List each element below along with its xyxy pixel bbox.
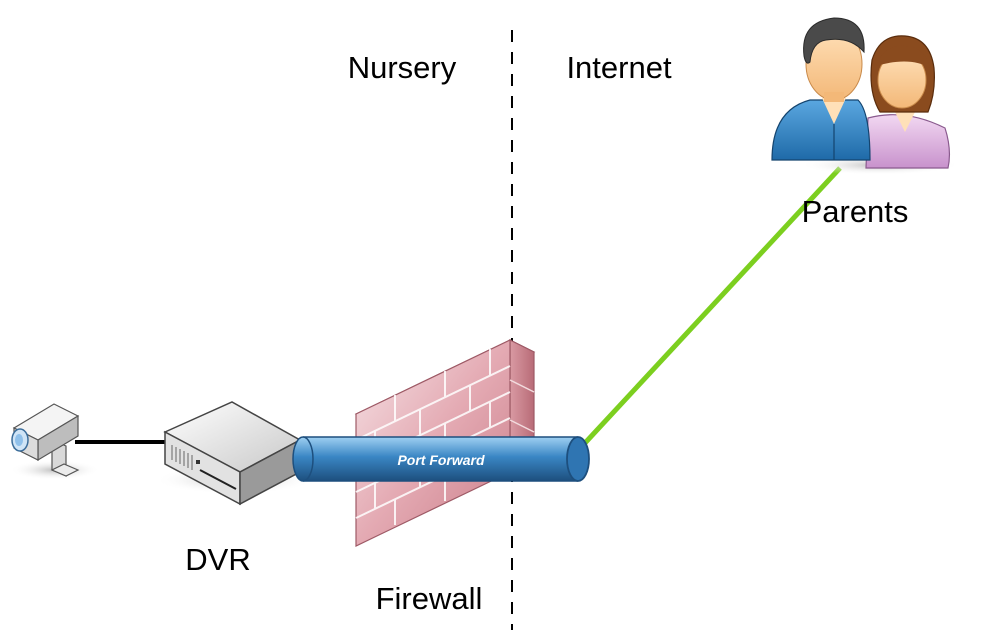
- dvr-box-icon: [155, 401, 315, 506]
- security-camera-icon: [10, 403, 100, 480]
- parent-mother-icon: [865, 35, 951, 169]
- port-forward-label: Port Forward: [397, 452, 485, 468]
- parents-label: Parents: [802, 194, 909, 229]
- zone-label-nursery: Nursery: [348, 50, 457, 85]
- parent-father-icon: [771, 17, 871, 161]
- firewall-label: Firewall: [376, 581, 483, 616]
- internet-link-line: [583, 166, 842, 445]
- dvr-label: DVR: [185, 542, 250, 577]
- port-forward-tunnel: [292, 436, 590, 482]
- zone-label-internet: Internet: [566, 50, 672, 85]
- two-people-icon: [771, 17, 960, 175]
